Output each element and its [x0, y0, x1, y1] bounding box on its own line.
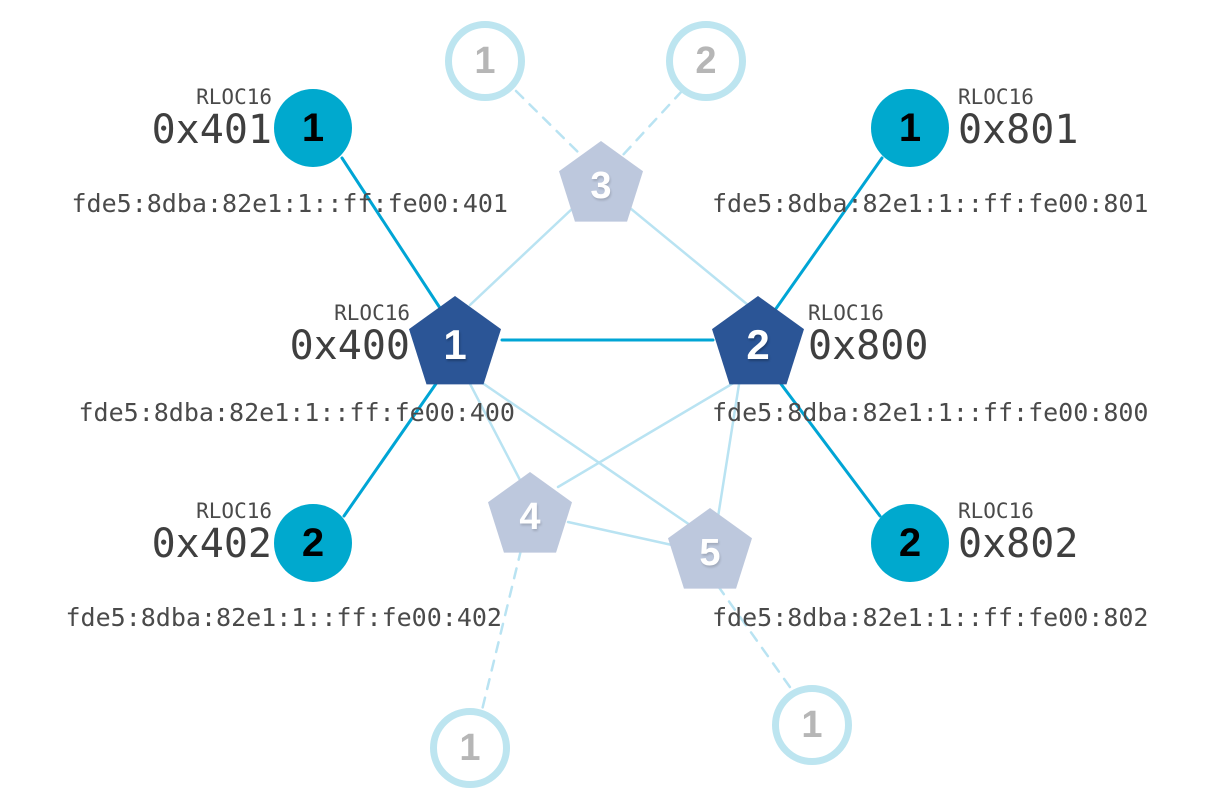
- edge-child-801-to-router-800: [773, 156, 884, 312]
- node-router-4[interactable]: 4: [488, 472, 572, 556]
- node-child-801[interactable]: 1: [871, 89, 949, 167]
- node-number: 5: [699, 531, 721, 574]
- node-child-802[interactable]: 2: [871, 504, 949, 582]
- node-ghost-top-2[interactable]: 2: [666, 21, 746, 101]
- edge-router-800-to-router-3: [628, 206, 750, 307]
- node-number: 1: [459, 727, 481, 769]
- rloc-caption: RLOC16: [196, 499, 272, 523]
- node-number: 1: [301, 106, 325, 150]
- rloc-value: 0x801: [958, 107, 1079, 154]
- node-router-3[interactable]: 3: [559, 141, 643, 225]
- ipv6-address-child-801: fde5:8dba:82e1:1::ff:fe00:801: [712, 189, 1149, 218]
- edge-router-5-to-ghost-bottom-2: [716, 584, 794, 692]
- rloc-value: 0x800: [808, 323, 929, 370]
- node-ghost-bottom-1[interactable]: 1: [430, 708, 510, 788]
- node-router-400[interactable]: 1: [409, 296, 501, 388]
- edge-router-4-to-router-5: [566, 520, 674, 547]
- ipv6-address-router-400: fde5:8dba:82e1:1::ff:fe00:400: [78, 398, 516, 427]
- ipv6-address-child-802: fde5:8dba:82e1:1::ff:fe00:802: [712, 603, 1149, 632]
- node-number: 2: [898, 521, 922, 565]
- edge-router-400-to-router-5: [476, 378, 692, 527]
- node-number: 4: [519, 495, 541, 538]
- node-number: 1: [898, 106, 922, 150]
- node-number: 2: [301, 521, 325, 565]
- node-number: 1: [801, 704, 823, 746]
- rloc-caption: RLOC16: [958, 85, 1034, 109]
- node-number: 1: [443, 321, 467, 368]
- node-child-402[interactable]: 2: [274, 504, 352, 582]
- edge-ghost-top-1-to-router-3: [514, 89, 584, 158]
- rloc-caption: RLOC16: [958, 499, 1034, 523]
- node-ghost-top-1[interactable]: 1: [445, 21, 525, 101]
- edge-router-400-to-router-3: [468, 206, 575, 307]
- node-router-5[interactable]: 5: [668, 508, 752, 592]
- rloc-value: 0x401: [151, 107, 272, 154]
- node-ghost-bottom-2[interactable]: 1: [772, 685, 852, 765]
- edge-ghost-top-2-to-router-3: [620, 89, 684, 158]
- edge-router-4-to-ghost-bottom-1: [480, 548, 523, 712]
- ipv6-address-child-402: fde5:8dba:82e1:1::ff:fe00:402: [65, 603, 503, 632]
- edge-router-800-to-router-4: [556, 376, 744, 489]
- edge-router-800-to-router-5: [716, 376, 742, 519]
- rloc-value: 0x802: [958, 521, 1079, 568]
- ipv6-address-child-401: fde5:8dba:82e1:1::ff:fe00:401: [71, 189, 509, 218]
- ipv6-address-router-800: fde5:8dba:82e1:1::ff:fe00:800: [712, 398, 1149, 427]
- rloc-caption: RLOC16: [808, 301, 884, 325]
- node-number: 1: [474, 40, 496, 82]
- rloc-caption: RLOC16: [334, 301, 410, 325]
- node-number: 3: [590, 164, 612, 207]
- node-number: 2: [746, 321, 770, 368]
- edge-child-802-to-router-800: [773, 374, 882, 518]
- rloc-value: 0x400: [289, 323, 410, 370]
- edge-router-400-to-router-4: [466, 378, 522, 482]
- rloc-value: 0x402: [151, 521, 272, 568]
- edge-child-401-to-router-400: [340, 156, 442, 310]
- node-router-800[interactable]: 2: [712, 296, 804, 388]
- node-number: 2: [695, 40, 717, 82]
- node-child-401[interactable]: 1: [274, 89, 352, 167]
- rloc-caption: RLOC16: [196, 85, 272, 109]
- edge-child-402-to-router-400: [342, 376, 442, 518]
